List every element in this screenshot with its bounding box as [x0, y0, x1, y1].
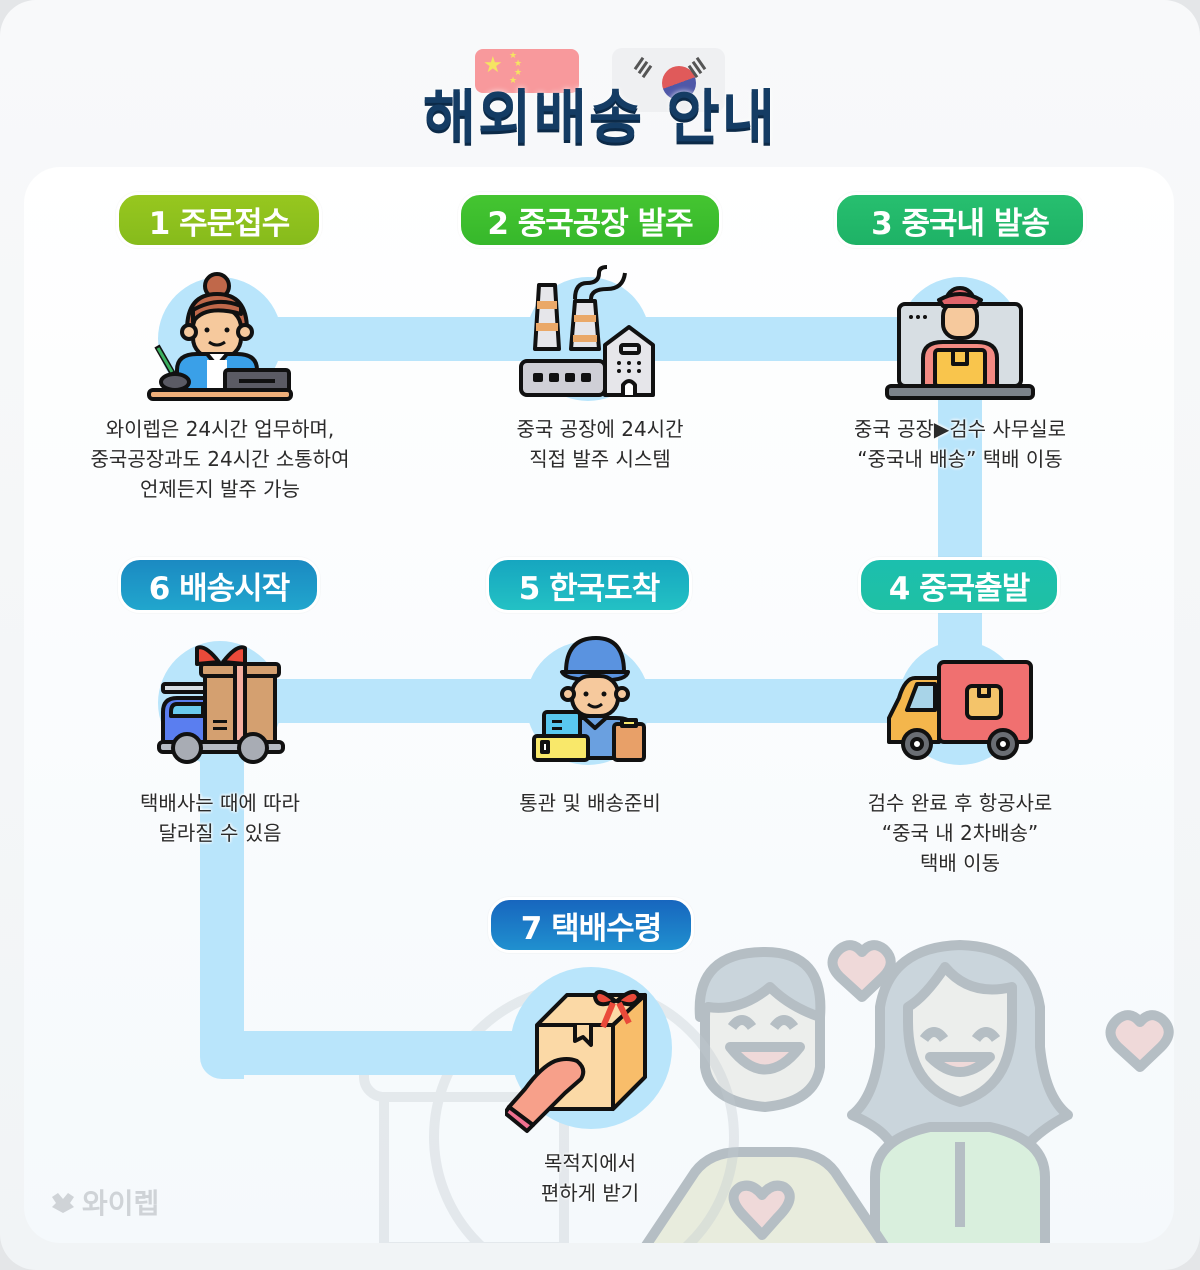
courier-laptop-icon [885, 286, 1035, 400]
step-1-badge: 1 주문접수 [116, 192, 322, 248]
receive-package-icon [505, 989, 647, 1133]
step-7-badge: 7 택배수령 [488, 897, 694, 953]
step-3-description: 중국 공장▶검수 사무실로 “중국내 배송” 택배 이동 [853, 417, 1067, 471]
step-6-badge: 6 배송시작 [118, 557, 320, 613]
brand-logo-icon [52, 1193, 74, 1213]
step-5-description: 통관 및 배송준비 [519, 791, 661, 815]
china-flag-icon: ★ ★ ★ ★ ★ [475, 49, 579, 93]
delivery-truck-icon [887, 660, 1033, 760]
step-2-description: 중국 공장에 24시간 직접 발주 시스템 [516, 417, 684, 471]
brand-watermark: 와이렙 [50, 1182, 159, 1222]
step-6-description: 택배사는 때에 따라 달라질 수 있음 [140, 791, 300, 845]
korea-flag-icon [612, 48, 725, 112]
delivery-man-icon [532, 636, 646, 762]
step-4-badge: 4 중국출발 [858, 557, 1060, 613]
office-worker-icon [147, 272, 293, 401]
step-1-description: 와이렙은 24시간 업무하며, 중국공장과도 24시간 소통하여 언제든지 발주… [90, 417, 350, 501]
page-title: 해외배송 안내 [422, 83, 778, 151]
step-7-description: 목적지에서 편하게 받기 [540, 1151, 640, 1205]
gift-truck-icon [157, 645, 285, 764]
factory-icon [519, 265, 655, 397]
step-3-badge: 3 중국내 발송 [834, 192, 1086, 248]
step-5-badge: 5 한국도착 [486, 557, 692, 613]
happy-couple-illustration [641, 940, 1174, 1243]
step-2-badge: 2 중국공장 발주 [458, 192, 722, 248]
step-4-description: 검수 완료 후 항공사로 “중국 내 2차배송” 택배 이동 [867, 791, 1053, 875]
